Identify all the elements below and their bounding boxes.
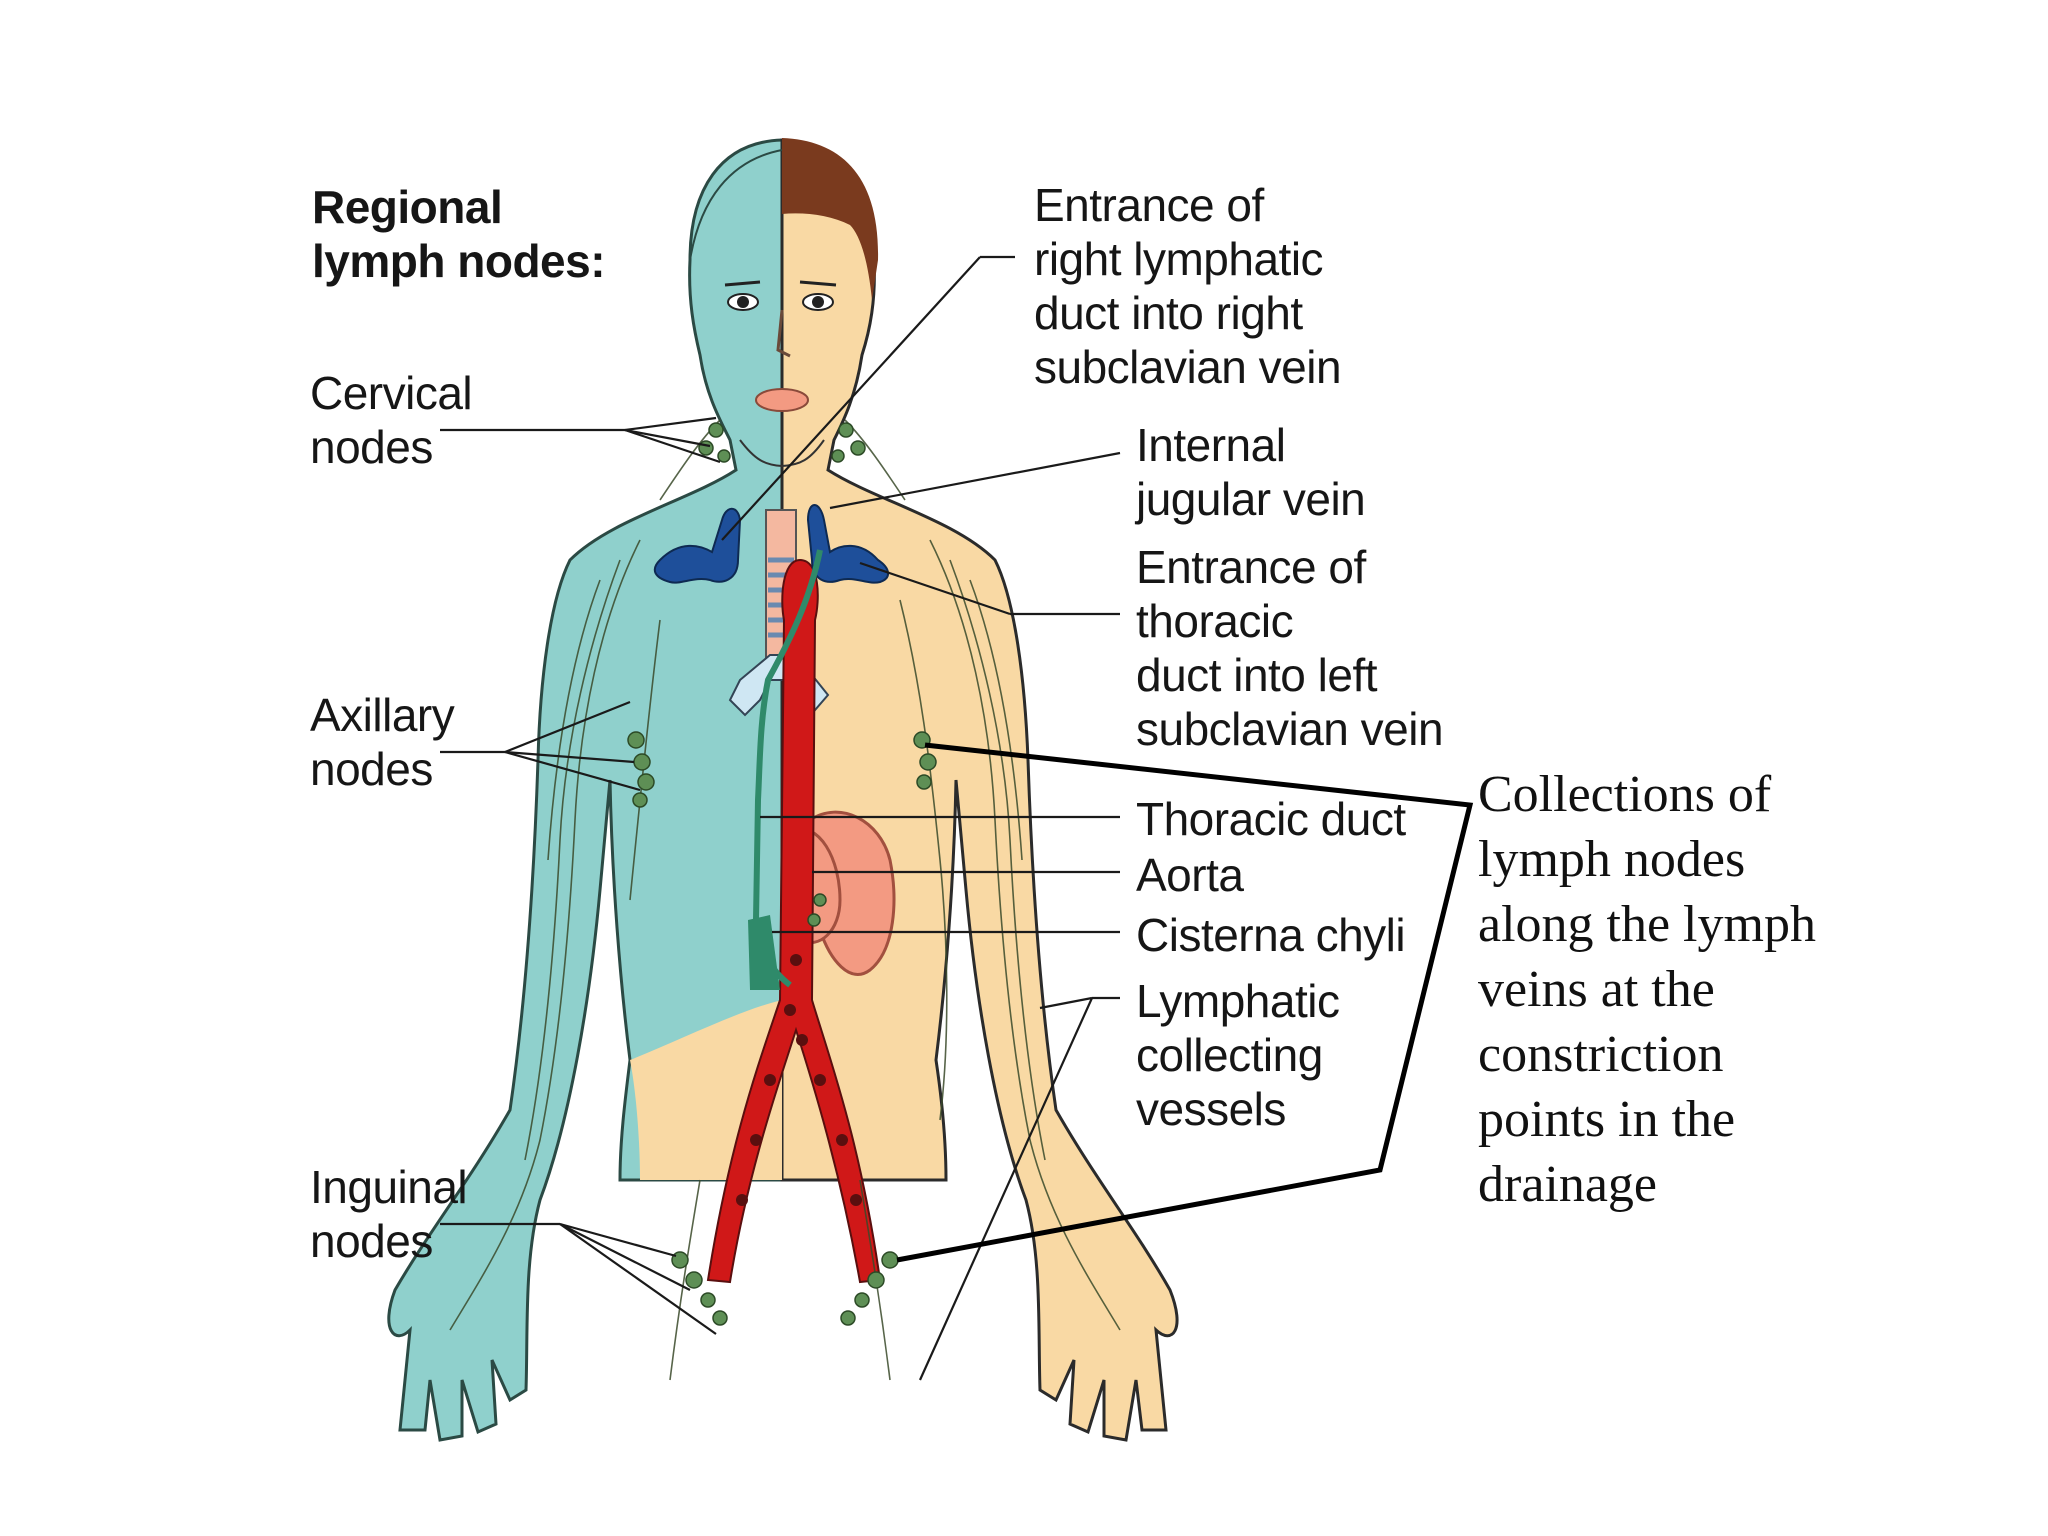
note-line: points in the <box>1478 1091 1736 1148</box>
label-line: Entrance of <box>1136 541 1366 593</box>
label-line: duct into left <box>1136 649 1378 701</box>
left-subclavian-vein <box>806 504 889 584</box>
label-line: Axillary <box>310 689 455 741</box>
note-line: constriction <box>1478 1026 1724 1083</box>
heading-line1: Regional <box>312 181 503 233</box>
leader-lines <box>440 255 1121 1381</box>
aorta <box>706 558 882 1284</box>
hair <box>782 138 879 300</box>
label-line: Entrance of <box>1034 179 1264 231</box>
cisterna-chyli <box>748 915 780 990</box>
label-line: duct into right <box>1034 287 1303 339</box>
right-subclavian-vein <box>653 507 742 584</box>
label-inguinal-nodes: Inguinal nodes <box>310 1160 468 1268</box>
label-lymphatic-collecting-vessels: Lymphatic collecting vessels <box>1136 974 1340 1136</box>
label-cervical-nodes: Cervical nodes <box>310 366 473 474</box>
constriction-note: Collections of lymph nodes along the lym… <box>1478 762 1816 1217</box>
label-line: nodes <box>310 421 433 473</box>
label-line: Internal <box>1136 419 1286 471</box>
heading-line2: lymph nodes: <box>312 235 606 287</box>
lymph-nodes <box>627 422 937 1326</box>
note-line: veins at the <box>1478 961 1715 1018</box>
label-aorta: Aorta <box>1136 849 1244 901</box>
lymph-vessels <box>449 419 1121 1381</box>
label-line: jugular vein <box>1136 473 1366 525</box>
label-internal-jugular-vein: Internal jugular vein <box>1136 418 1366 526</box>
note-line: Collections of <box>1478 766 1772 823</box>
label-line: Inguinal <box>310 1161 468 1213</box>
left-head-outline <box>689 149 783 261</box>
label-line: nodes <box>310 1215 433 1267</box>
label-line: Lymphatic <box>1136 975 1340 1027</box>
label-line: vessels <box>1136 1083 1286 1135</box>
note-line: drainage <box>1478 1156 1658 1213</box>
label-cisterna-chyli: Cisterna chyli <box>1136 909 1406 961</box>
label-line: Cervical <box>310 367 473 419</box>
label-line: subclavian vein <box>1136 703 1444 755</box>
label-line: collecting <box>1136 1029 1323 1081</box>
nose <box>776 309 791 358</box>
label-line: subclavian vein <box>1034 341 1342 393</box>
label-axillary-nodes: Axillary nodes <box>310 688 455 796</box>
note-line: along the lymph <box>1478 896 1816 953</box>
heading: Regional lymph nodes: <box>312 180 606 288</box>
label-line: right lymphatic <box>1034 233 1324 285</box>
label-thoracic-duct: Thoracic duct <box>1136 793 1406 845</box>
label-right-lymphatic-entrance: Entrance of right lymphatic duct into ri… <box>1034 178 1342 394</box>
label-thoracic-duct-entrance: Entrance of thoracic duct into left subc… <box>1136 540 1444 756</box>
label-line: nodes <box>310 743 433 795</box>
label-line: thoracic <box>1136 595 1294 647</box>
note-line: lymph nodes <box>1478 831 1746 888</box>
mouth <box>755 388 809 412</box>
note-bracket <box>896 742 1474 1263</box>
